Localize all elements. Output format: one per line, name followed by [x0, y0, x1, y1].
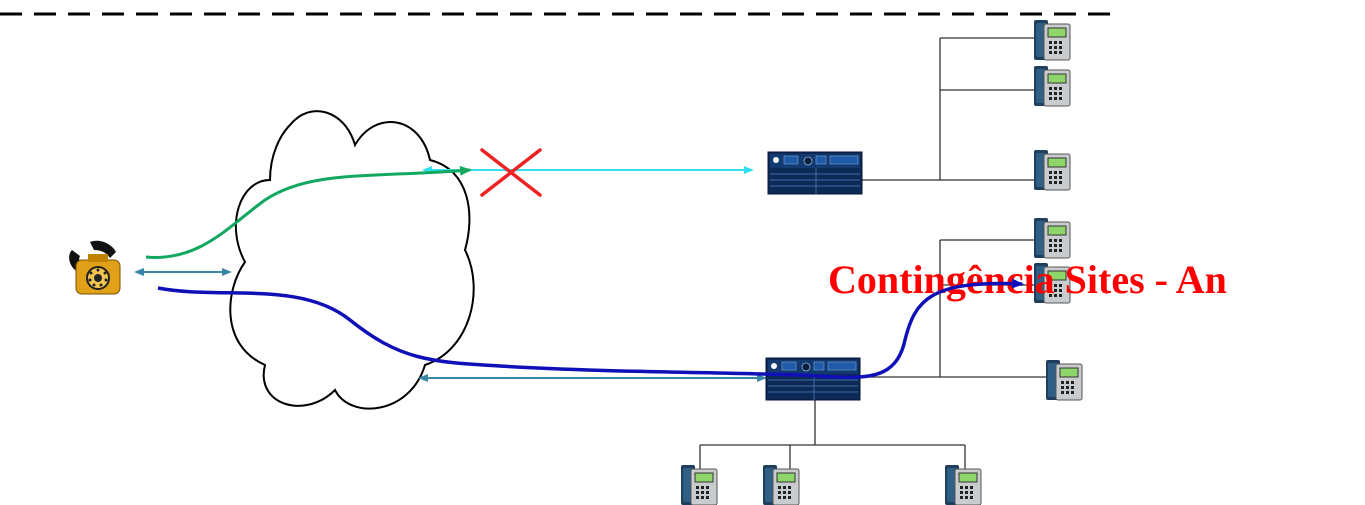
- ip-phone-icon: [1034, 20, 1070, 60]
- analog-telephone-icon: [69, 241, 120, 294]
- failure-x-icon: [482, 150, 540, 195]
- ip-phone-icon: [945, 465, 981, 505]
- upper-site-wiring: [862, 38, 1038, 180]
- ip-phone-icon: [1034, 218, 1070, 258]
- ip-phone-icon: [1034, 150, 1070, 190]
- voice-gateway-router-lower: [766, 358, 860, 400]
- voice-gateway-router-upper: [768, 152, 862, 194]
- ip-phone-icon: [1046, 360, 1082, 400]
- ip-phone-icon: [681, 465, 717, 505]
- cloud-network-icon: [230, 111, 473, 408]
- ip-phone-icon: [763, 465, 799, 505]
- ip-phone-icon: [1034, 66, 1070, 106]
- slide-title: Contingência Sites - An: [828, 257, 1227, 302]
